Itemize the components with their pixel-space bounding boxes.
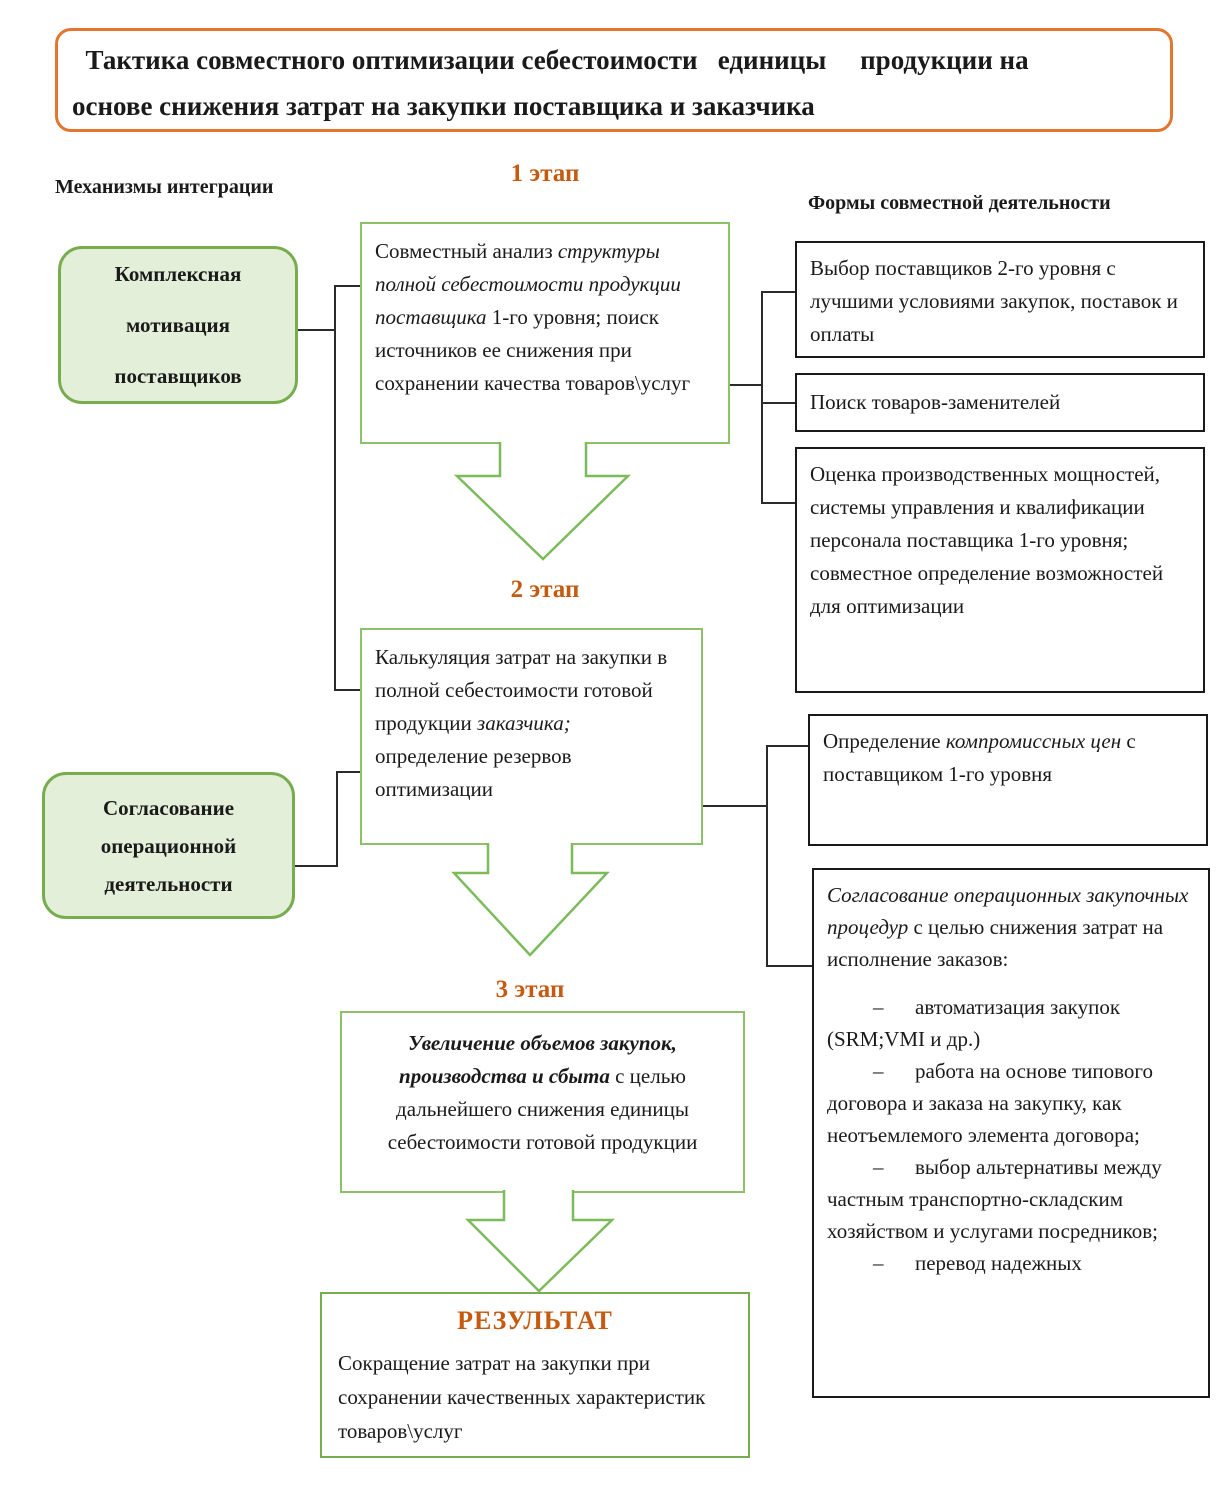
result-text: Сокращение затрат на закупки при сохране… — [338, 1351, 706, 1443]
stage2-label: 2 этап — [510, 576, 580, 603]
stage3-label: 3 этап — [495, 976, 565, 1003]
mechanism-box-motivation: Комплексная мотивация поставщиков — [58, 246, 298, 404]
column-header-forms: Формы совместной деятельности — [808, 192, 1111, 214]
form-box-supplier-selection: Выбор поставщиков 2-го уровня с лучшими … — [795, 241, 1205, 358]
stage1-label: 1 этап — [510, 160, 580, 187]
form-box-capacity-assessment: Оценка производственных мощностей, систе… — [795, 447, 1205, 693]
coordination-line-1: Согласование — [102, 795, 235, 820]
list-item-standard-contract: – работа на основе типового договора и з… — [827, 1059, 1159, 1147]
result-box: РЕЗУЛЬТАТ Сокращение затрат на закупки п… — [320, 1292, 750, 1458]
flow-arrow-stage3-to-result — [464, 1190, 616, 1293]
connector-coordination-elbow — [295, 771, 360, 867]
coordination-line-3: деятельности — [104, 871, 233, 896]
motivation-line-1: Комплексная — [114, 261, 242, 286]
mechanism-box-coordination: Согласование операционной деятельности — [42, 772, 295, 919]
list-item-transfer: – перевод надежных — [873, 1251, 1082, 1275]
list-item-alternative-choice: – выбор альтернативы между частным транс… — [827, 1155, 1167, 1243]
diagram-title: Тактика совместного оптимизации себестои… — [55, 28, 1173, 132]
result-title: РЕЗУЛЬТАТ — [457, 1306, 613, 1335]
connector-stage2-forms-bracket — [703, 745, 812, 967]
column-header-mechanisms: Механизмы интеграции — [55, 176, 274, 198]
procedures-intro: Согласование операционных закупочных про… — [827, 883, 1189, 971]
form-box-compromise-prices: Определение компромиссных цен с поставщи… — [808, 714, 1208, 846]
motivation-line-3: поставщиков — [114, 363, 242, 388]
connector-stage1-forms-bracket — [730, 291, 795, 504]
list-item-automation: – автоматизация закупок (SRM;VMI и др.) — [827, 995, 1126, 1051]
flow-arrow-stage1-to-stage2 — [453, 442, 632, 561]
form-box-substitutes: Поиск товаров-заменителей — [795, 373, 1205, 432]
stage1-box: Совместный анализ структуры полной себес… — [360, 222, 730, 444]
stage3-box: Увеличение объемов закупок, производства… — [340, 1011, 745, 1193]
stage2-box: Калькуляция затрат на закупки в полной с… — [360, 628, 703, 845]
connector-motivation-bracket — [298, 285, 360, 691]
motivation-line-2: мотивация — [125, 312, 231, 337]
flow-arrow-stage2-to-stage3 — [451, 843, 610, 957]
coordination-line-2: операционной — [100, 833, 237, 858]
form-box-procurement-procedures: Согласование операционных закупочных про… — [812, 868, 1210, 1398]
